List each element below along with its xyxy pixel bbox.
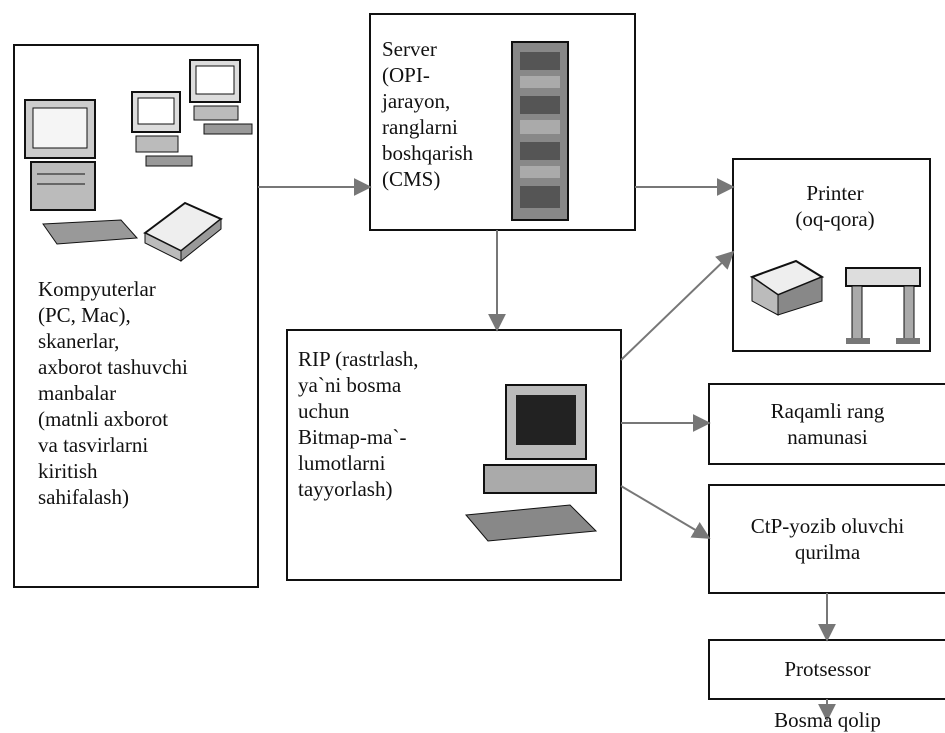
rip-label: RIP (rastrlash, ya`ni bosma uchun Bitmap…: [298, 346, 419, 502]
processor-line: Protsessor: [784, 657, 871, 681]
ctp-line: qurilma: [794, 540, 861, 564]
processor-label: Protsessor: [709, 656, 945, 682]
computers-line: va tasvirlarni: [38, 433, 149, 457]
ctp-line: CtP-yozib oluvchi: [750, 514, 905, 538]
monitor-icon: [131, 91, 193, 167]
rip-line: Bitmap-ma`-: [298, 425, 407, 449]
plate-label: Bosma qolip: [709, 707, 945, 733]
rip-box: [286, 329, 622, 581]
server-box: [369, 13, 636, 231]
computers-label: Kompyuterlar (PC, Mac), skanerlar, axbor…: [38, 276, 188, 510]
server-line: boshqarish: [382, 141, 473, 165]
plate-line: Bosma qolip: [774, 708, 881, 732]
computers-line: skanerlar,: [38, 329, 120, 353]
rip-line: uchun: [298, 399, 350, 423]
rip-line: ya`ni bosma: [298, 373, 402, 397]
computers-line: (matnli axborot: [38, 407, 169, 431]
computers-line: Kompyuterlar: [38, 277, 156, 301]
ctp-label: CtP-yozib oluvchi qurilma: [709, 513, 945, 565]
server-label: Server (OPI- jarayon, ranglarni boshqari…: [382, 36, 473, 192]
computers-line: sahifalash): [38, 485, 129, 509]
server-line: ranglarni: [382, 115, 458, 139]
computers-box: [13, 44, 259, 588]
proof-line: namunasi: [787, 425, 868, 449]
proof-label: Raqamli rang namunasi: [709, 398, 945, 450]
server-line: (CMS): [382, 167, 441, 191]
rip-line: tayyorlash): [298, 477, 393, 501]
plotter-icon: [845, 267, 921, 344]
computers-line: manbalar: [38, 381, 117, 405]
printer-line: Printer: [806, 181, 864, 205]
monitor-icon: [189, 59, 253, 135]
computers-line: kiritish: [38, 459, 98, 483]
desktop-computer-icon: [24, 99, 139, 245]
server-line: jarayon,: [382, 89, 451, 113]
scanner-icon: [143, 201, 223, 263]
printer-label: Printer (oq-qora): [760, 180, 910, 232]
rip-line: lumotlarni: [298, 451, 386, 475]
proof-line: Raqamli rang: [770, 399, 885, 423]
server-line: Server: [382, 37, 437, 61]
server-rack-icon: [511, 41, 569, 221]
server-line: (OPI-: [382, 63, 430, 87]
arrow-rip-to-printer: [620, 250, 735, 361]
rip-line: RIP (rastrlash,: [298, 347, 419, 371]
arrow-rip-to-ctp: [620, 485, 711, 539]
computers-line: (PC, Mac),: [38, 303, 131, 327]
printer-line: (oq-qora): [795, 207, 875, 231]
printer-icon: [749, 259, 825, 316]
desktop-computer-icon: [465, 384, 598, 542]
computers-line: axborot tashuvchi: [38, 355, 188, 379]
